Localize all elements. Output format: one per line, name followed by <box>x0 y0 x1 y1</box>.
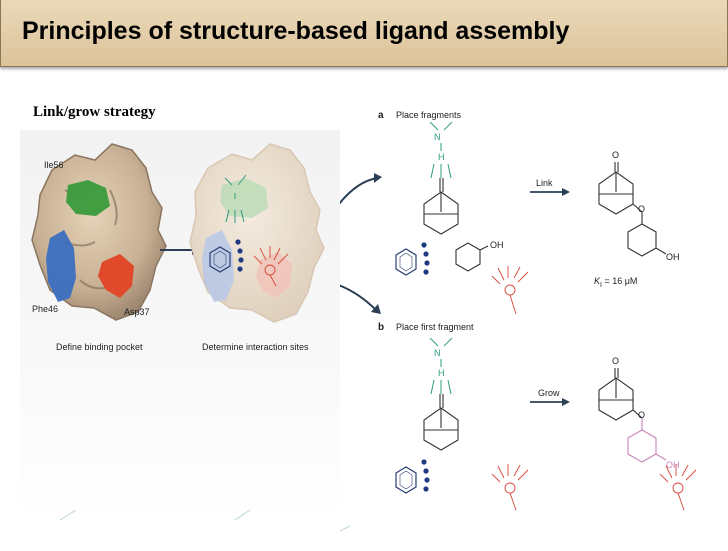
panel-a-n-label: N <box>434 132 441 142</box>
bottom-decoration <box>59 510 251 521</box>
protein-surface-figure: Ile56 Phe46 Asp37 Define binding pocket … <box>20 130 340 521</box>
panel-b-nh-fragment <box>429 337 453 395</box>
ki-value: KI = 16 μM <box>594 276 638 289</box>
label-phe46: Phe46 <box>32 304 59 314</box>
product-b-ether-o-label: O <box>638 410 646 420</box>
grow-arrow <box>530 398 570 406</box>
title-bar: Principles of structure-based ligand ass… <box>0 0 728 67</box>
label-asp37: Asp37 <box>124 307 150 317</box>
caption-define-binding-pocket: Define binding pocket <box>56 342 143 352</box>
panel-b-letter: b <box>378 322 385 333</box>
panel-a-benzene <box>395 242 430 276</box>
slide-title: Principles of structure-based ligand ass… <box>22 17 570 45</box>
caption-determine-interaction-sites: Determine interaction sites <box>202 342 309 352</box>
panel-a-carboxylate <box>491 266 529 315</box>
interaction-sites-surface <box>189 143 325 323</box>
panel-a-title: Place fragments <box>396 110 462 120</box>
product-b-oh-label: OH <box>666 460 680 470</box>
product-a-o-label: O <box>612 150 620 160</box>
panel-a-phenol <box>455 242 489 272</box>
product-b-o-label: O <box>612 356 620 366</box>
binding-pocket-surface <box>31 143 167 321</box>
panel-b-title: Place first fragment <box>396 322 474 332</box>
panel-b-n-label: N <box>434 348 441 358</box>
link-arrow <box>530 188 570 196</box>
product-a-ether-o-label: O <box>638 204 646 214</box>
panel-b-adamantanone <box>423 394 459 451</box>
slide-subtitle: Link/grow strategy <box>33 104 156 120</box>
product-a-oh-label: OH <box>666 252 680 262</box>
panel-b-carboxylate <box>491 464 529 511</box>
grow-label: Grow <box>538 388 560 398</box>
panel-a-h-label: H <box>438 152 445 162</box>
protein-surface-graphic <box>31 143 325 323</box>
chemistry-graphic <box>329 121 697 537</box>
panel-a-nh-fragment <box>429 121 453 179</box>
panel-a-linked-product <box>598 162 667 257</box>
panel-b-benzene <box>395 459 430 494</box>
panel-b-h-label: H <box>438 368 445 378</box>
curved-arrow-lower <box>335 283 381 314</box>
chemistry-scheme-figure: a Place fragments N H OH Link O O OH KI … <box>329 100 728 546</box>
panel-a-adamantanone <box>423 178 459 235</box>
panel-a-oh-label: OH <box>490 240 504 250</box>
curved-arrow-upper <box>335 173 382 209</box>
label-ile56: Ile56 <box>44 160 64 170</box>
panel-a-letter: a <box>378 110 384 121</box>
link-label: Link <box>536 178 553 188</box>
panel-b-grown-product <box>598 368 697 511</box>
